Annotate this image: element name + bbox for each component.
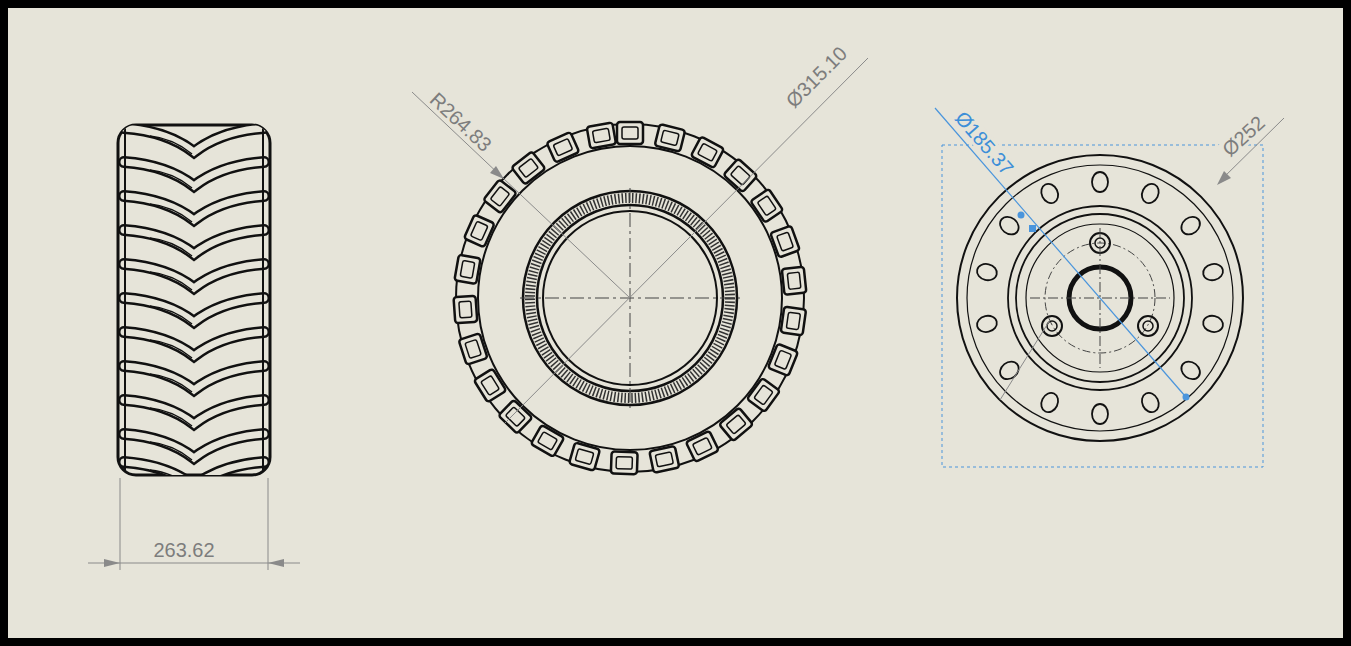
dimension-text: 263.62 [151, 540, 216, 560]
tyre-side-view [412, 58, 868, 474]
tread-view [88, 125, 300, 570]
